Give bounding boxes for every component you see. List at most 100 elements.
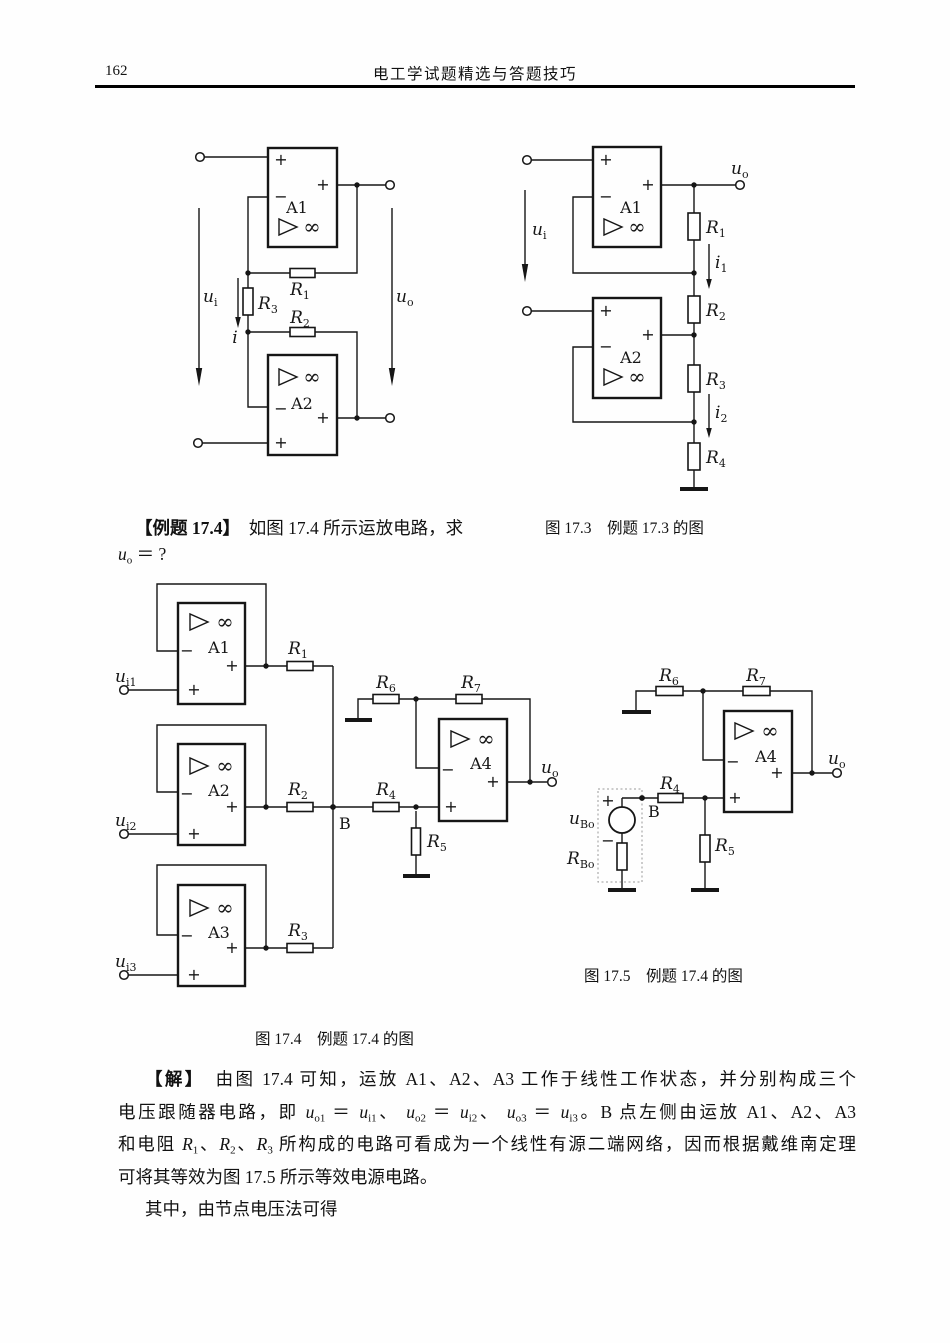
label-r7: R7 xyxy=(745,666,766,688)
resistor-r6 xyxy=(372,693,400,705)
a4-noninv-input-sign: + xyxy=(444,797,457,816)
resistor-r2: R2 xyxy=(687,295,726,324)
opamp-a2: + − A2 ∞ + xyxy=(591,296,663,400)
label-uo: uo xyxy=(731,159,749,181)
a1-inv-input-sign: − xyxy=(180,641,193,660)
a2-noninv-input-sign: + xyxy=(599,301,612,320)
a3-output-sign: + xyxy=(225,938,238,957)
follower-a3: ∞ − A3 + + ui3 R3 xyxy=(115,864,333,988)
page-number: 162 xyxy=(105,63,128,79)
infinity-gain-icon: ∞ xyxy=(628,365,646,389)
output-terminal xyxy=(831,767,843,779)
opamp-a1: + − A1 ∞ + xyxy=(591,145,663,249)
header-title: 电工学试题精选与答题技巧 xyxy=(372,66,577,83)
label-r2: R2 xyxy=(705,301,726,323)
a2-label: A2 xyxy=(290,394,313,413)
voltage-source-ubo: + − uBo RBo xyxy=(566,791,636,871)
label-ui2: ui2 xyxy=(115,811,136,833)
output-terminal xyxy=(546,776,558,788)
label-r6: R6 xyxy=(658,666,679,688)
infinity-gain-icon: ∞ xyxy=(216,754,234,778)
output-terminal xyxy=(734,179,746,191)
a3-inv-input-sign: − xyxy=(180,926,193,945)
source-minus-sign: − xyxy=(601,831,614,850)
label-r3: R3 xyxy=(257,294,278,316)
input-terminal xyxy=(194,151,206,163)
label-ui1: ui1 xyxy=(115,667,136,689)
current-i-arrow: i xyxy=(232,278,241,348)
resistor-rbo xyxy=(616,842,628,871)
label-r6: R6 xyxy=(375,673,396,695)
a4-label: A4 xyxy=(469,754,492,773)
thevenin-source-box xyxy=(597,788,643,883)
label-r4: R4 xyxy=(705,448,726,470)
label-r3: R3 xyxy=(705,370,726,392)
resistor-r2: R2 xyxy=(289,308,316,338)
label-r1: R1 xyxy=(287,639,308,661)
label-ubo: uBo xyxy=(569,809,595,831)
input-terminal xyxy=(118,828,130,840)
infinity-gain-icon: ∞ xyxy=(628,215,646,239)
solution-line: 可将其等效为图 17.5 所示等效电源电路。 xyxy=(118,1166,438,1187)
a2-inv-input-sign: − xyxy=(274,399,287,418)
solution-line: 和电阻 R1、R2、R3 所构成的电路可看成为一个线性有源二端网络，因而根据戴维… xyxy=(118,1134,857,1157)
figure-17-5-caption: 图 17.5 例题 17.4 的图 xyxy=(584,968,743,985)
figure-17-5-circuit: + − uBo RBo R6 R7 R4 R5 ∞ − A4 xyxy=(566,666,846,892)
opamp-triangle-icon xyxy=(278,367,299,387)
opamp-triangle-icon xyxy=(278,217,299,237)
figure-17-4-caption: 图 17.4 例题 17.4 的图 xyxy=(255,1031,414,1048)
label-ui: ui xyxy=(203,287,218,309)
a1-label: A1 xyxy=(207,638,230,657)
label-r5: R5 xyxy=(714,836,735,858)
a2-output-sign: + xyxy=(641,325,654,344)
ui-voltage-arrow: ui xyxy=(195,208,218,386)
input-terminal xyxy=(521,154,533,166)
opamp-triangle-icon xyxy=(189,898,210,918)
resistor-r3: R3 xyxy=(242,287,278,316)
a4-output-sign: + xyxy=(486,772,499,791)
example-17-4-heading: 【例题 17.4】 如图 17.4 所示运放电路，求 xyxy=(135,518,464,538)
label-uo: uo xyxy=(396,287,414,309)
infinity-gain-icon: ∞ xyxy=(477,727,495,751)
opamp-triangle-icon xyxy=(734,721,755,741)
resistor-r1: R1 xyxy=(687,212,726,241)
a1-label: A1 xyxy=(285,198,308,217)
resistor-r7 xyxy=(455,693,483,705)
a2-inv-input-sign: − xyxy=(180,784,193,803)
solution-line: 电压跟随器电路，即 uo1 ＝ ui1、 uo2 ＝ ui2、 uo3 ＝ ui… xyxy=(118,1101,856,1124)
a4-label: A4 xyxy=(754,747,777,766)
label-r4: R4 xyxy=(659,774,680,796)
a3-label: A3 xyxy=(207,923,230,942)
label-r1: R1 xyxy=(705,218,726,240)
a1-noninv-input-sign: + xyxy=(274,150,287,169)
infinity-gain-icon: ∞ xyxy=(303,215,321,239)
a4-noninv-input-sign: + xyxy=(728,788,741,807)
infinity-gain-icon: ∞ xyxy=(303,365,321,389)
a1-output-sign: + xyxy=(641,175,654,194)
label-r5: R5 xyxy=(426,832,447,854)
label-i2: i2 xyxy=(715,403,727,425)
input-terminal xyxy=(118,969,130,981)
follower-a2: ∞ − A2 + + ui2 R2 xyxy=(115,724,333,847)
infinity-gain-icon: ∞ xyxy=(216,610,234,634)
summing-stage-a4: R6 R7 R4 R5 ∞ − A4 + + uo xyxy=(333,673,559,878)
a2-noninv-input-sign: + xyxy=(274,433,287,452)
label-ui3: ui3 xyxy=(115,952,136,974)
label-rbo: RBo xyxy=(566,849,595,871)
resistor-r6: R6 xyxy=(655,666,684,697)
label-r1: R1 xyxy=(289,280,310,302)
solution-line: 【解】 由图 17.4 可知，运放 A1、A2、A3 工作于线性工作状态，并分别… xyxy=(145,1069,857,1089)
solution-paragraph: 【解】 由图 17.4 可知，运放 A1、A2、A3 工作于线性工作状态，并分别… xyxy=(118,1063,856,1226)
resistor-r4: R4 xyxy=(657,774,684,804)
a4-output-sign: + xyxy=(770,763,783,782)
resistor-r3 xyxy=(286,942,314,954)
opamp-triangle-icon xyxy=(189,756,210,776)
a2-label: A2 xyxy=(207,781,230,800)
header-rule xyxy=(95,85,855,88)
label-r2: R2 xyxy=(289,308,310,330)
resistor-r5: R5 xyxy=(699,834,735,863)
label-r3: R3 xyxy=(287,921,308,943)
label-r4: R4 xyxy=(375,780,396,802)
ui-voltage-arrow: ui xyxy=(521,190,547,282)
current-i2-arrow: i2 xyxy=(706,394,727,438)
